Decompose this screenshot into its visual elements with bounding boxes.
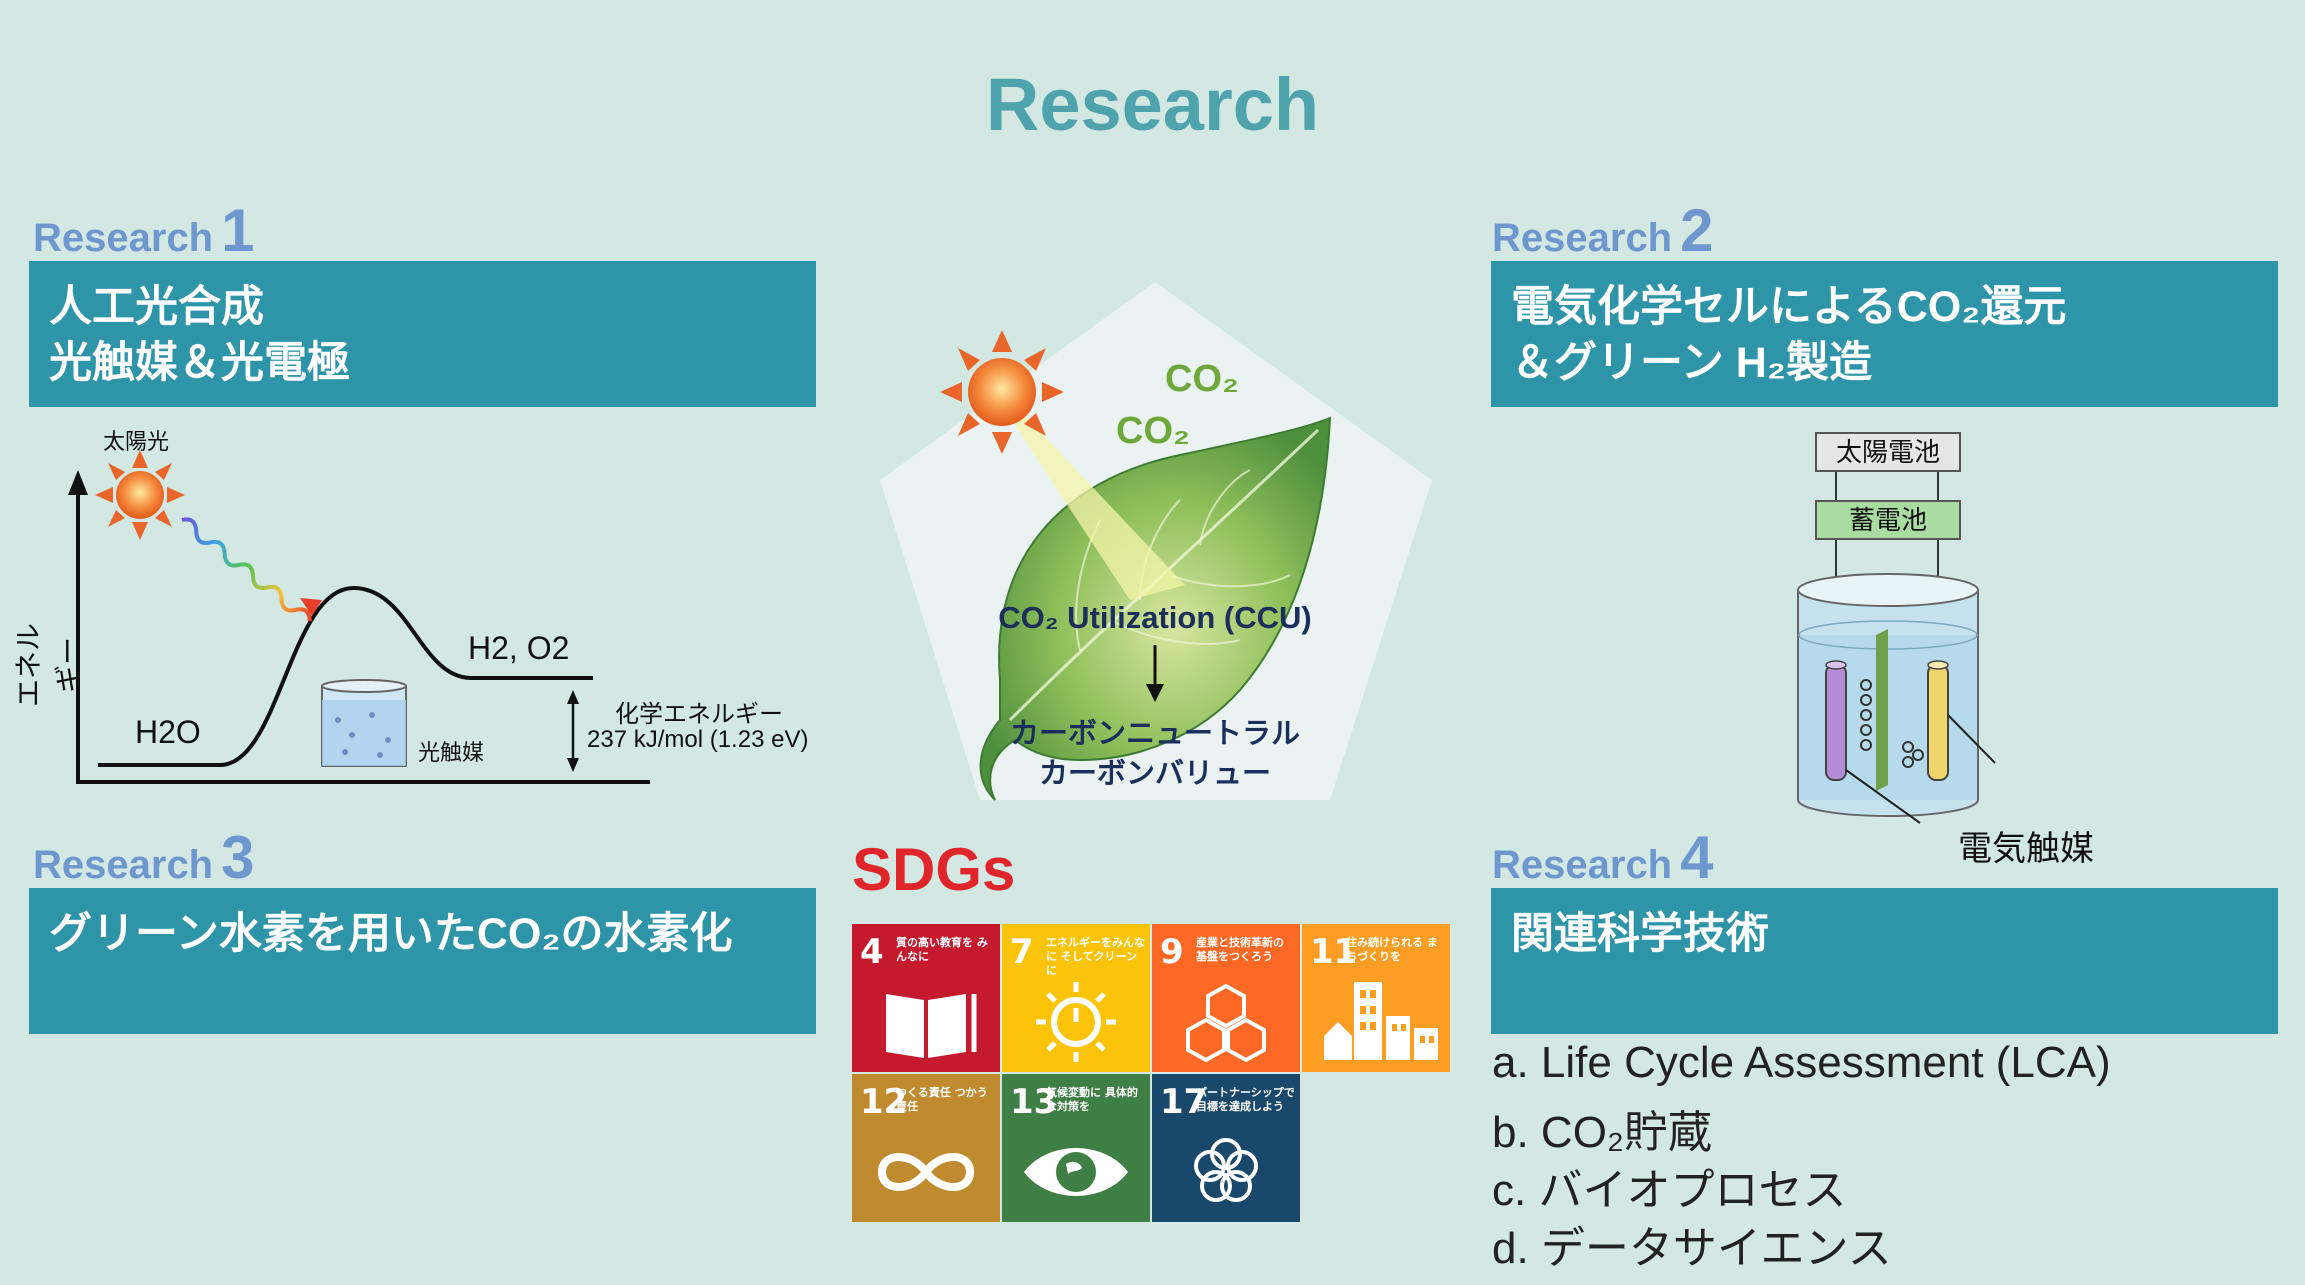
book-icon [886, 994, 977, 1058]
membrane [1876, 629, 1888, 791]
research-number: 4 [1680, 824, 1714, 891]
sdg-text: 産業と技術革新の 基盤をつくろう [1196, 936, 1284, 963]
sdg-number: 7 [1010, 932, 1034, 972]
sdg-text: 質の高い教育を みんなに [896, 936, 988, 963]
research-1-line-1: 人工光合成 [49, 283, 264, 331]
energy-diagram [68, 450, 650, 784]
sdg-number: 17 [1160, 1082, 1208, 1122]
research-label-text: Research [1492, 843, 1673, 887]
research-2-line-1: 電気化学セルによるCO₂還元 [1511, 283, 2067, 331]
energy-curve [98, 585, 593, 767]
sdg-number: 13 [1010, 1082, 1058, 1122]
sun-icon [95, 450, 185, 540]
product-label: H2, O2 [468, 630, 570, 666]
research-1-box: 人工光合成 光触媒＆光電極 [29, 261, 816, 407]
infinity-icon [877, 1153, 975, 1191]
research-1-line-2: 光触媒＆光電極 [49, 339, 350, 387]
research-2-box: 電気化学セルによるCO₂還元 ＆グリーン H₂製造 [1491, 261, 2278, 407]
co2-label-2: CO₂ [1116, 410, 1190, 452]
cathode-electrode [1927, 660, 1949, 781]
arrow-up-icon [567, 690, 579, 704]
y-axis-arrow-icon [68, 470, 88, 495]
sunlight-label: 太陽光 [103, 429, 170, 454]
electrocatalyst-label: 電気触媒 [1958, 830, 2094, 868]
sdg-goal-12: 12 つくる責任 つかう責任 [852, 1074, 1000, 1222]
battery-box: 蓄電池 [1815, 500, 1961, 540]
rings-icon [1194, 1138, 1258, 1202]
related-item-b: b. CO₂貯蔵 [1492, 1108, 1712, 1157]
city-icon [1324, 982, 1438, 1060]
sdg-goal-17: 17 パートナーシップで 目標を達成しよう [1152, 1074, 1300, 1222]
sdg-text: つくる責任 つかう責任 [896, 1086, 988, 1113]
anode-electrode [1825, 660, 1847, 781]
research-3-box: グリーン水素を用いたCO₂の水素化 [29, 888, 816, 1034]
sdg-goal-4: 4 質の高い教育を みんなに [852, 924, 1000, 1072]
cubes-icon [1186, 983, 1266, 1063]
solar-cell-box: 太陽電池 [1815, 432, 1961, 472]
leaf-icon [979, 416, 1332, 801]
research-4-line-1: 関連科学技術 [1511, 910, 1769, 958]
sdg-goal-9: 9 産業と技術革新の 基盤をつくろう [1152, 924, 1300, 1072]
research-4-box: 関連科学技術 [1491, 888, 2278, 1034]
sdg-number: 12 [860, 1082, 908, 1122]
sdg-grid: 4 質の高い教育を みんなに 7 エネルギーをみんなに そしてクリーンに 9 産… [852, 924, 1452, 1224]
research-number: 1 [221, 197, 255, 264]
co2-label-1: CO₂ [1165, 358, 1239, 400]
sdg-text: エネルギーをみんなに そしてクリーンに [1046, 936, 1145, 977]
light-arrow-icon [300, 598, 322, 616]
related-item-c: c. バイオプロセス [1492, 1166, 1847, 1215]
energy-axis-label: エネルギー [13, 623, 84, 708]
carbon-neutral-label: カーボンニュートラル [1009, 718, 1300, 750]
light-beam [995, 395, 1185, 600]
sdg-number: 9 [1160, 932, 1184, 972]
carbon-value-label: カーボンバリュー [1038, 758, 1271, 790]
sun-icon [940, 330, 1064, 454]
related-item-a: a. Life Cycle Assessment (LCA) [1492, 1038, 2111, 1087]
research-3-line-1: グリーン水素を用いたCO₂の水素化 [49, 910, 733, 958]
energy-value-label: 237 kJ/mol (1.23 eV) [587, 726, 809, 753]
chemical-energy-label: 化学エネルギー [615, 701, 783, 728]
sdg-number: 4 [860, 932, 884, 972]
photocatalyst-label: 光触媒 [418, 740, 485, 765]
sun-power-icon [1036, 982, 1116, 1062]
sdg-text: パートナーシップで 目標を達成しよう [1196, 1086, 1295, 1113]
sdg-text: 住み続けられる まちづくりを [1346, 936, 1438, 963]
related-item-d: d. データサイエンス [1492, 1224, 1892, 1273]
ccu-diagram [880, 282, 1432, 801]
arrow-down-icon [1146, 684, 1164, 702]
beaker-icon [321, 679, 407, 767]
sdg-goal-11: 11 住み続けられる まちづくりを [1302, 924, 1450, 1072]
pointer-line [1845, 769, 1921, 824]
ccu-label: CO₂ Utilization (CCU) [998, 600, 1312, 635]
research-2-line-2: ＆グリーン H₂製造 [1511, 339, 1872, 387]
electrochemical-cell-diagram [1797, 465, 1996, 824]
sdg-text: 気候変動に 具体的な対策を [1046, 1086, 1138, 1113]
research-label-text: Research [1492, 216, 1673, 260]
sdg-number: 11 [1310, 932, 1358, 972]
sdg-goal-13: 13 気候変動に 具体的な対策を [1002, 1074, 1150, 1222]
reactant-label: H2O [135, 714, 201, 750]
sdgs-title: SDGs [852, 836, 1016, 903]
eye-globe-icon [1024, 1148, 1128, 1196]
page-title: Research [985, 63, 1320, 146]
research-number: 2 [1680, 197, 1714, 264]
research-label-text: Research [33, 216, 214, 260]
sdg-goal-7: 7 エネルギーをみんなに そしてクリーンに [1002, 924, 1150, 1072]
research-label-text: Research [33, 843, 214, 887]
gas-bubbles [1860, 679, 1924, 768]
arrow-down-icon [567, 758, 579, 772]
light-wave [181, 517, 312, 622]
research-number: 3 [221, 824, 255, 891]
pointer-line [1947, 714, 1996, 764]
